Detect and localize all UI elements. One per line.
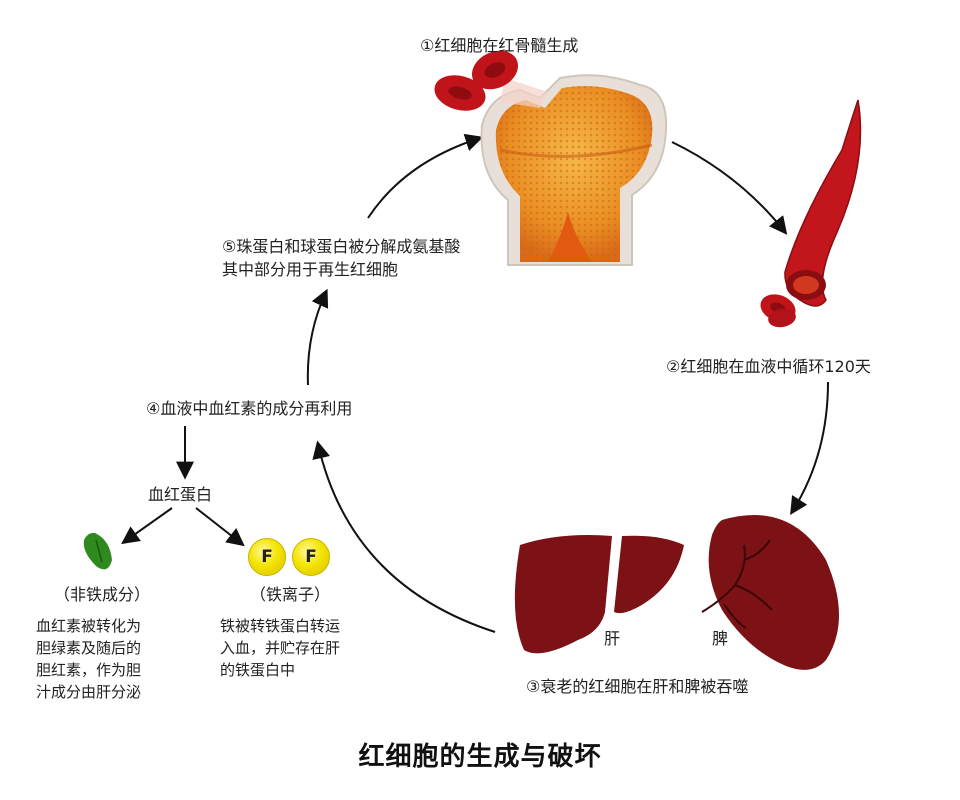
diagram-title: 红细胞的生成与破坏	[358, 742, 602, 772]
liver-label: 肝	[604, 629, 621, 648]
non-iron-desc-line4: 汁成分由肝分泌	[36, 683, 142, 701]
iron-ion-icon: F	[292, 538, 330, 576]
iron-desc-line1: 铁被转铁蛋白转运	[220, 617, 341, 635]
blood-vessel-illustration	[760, 99, 862, 328]
green-pigment-illustration	[83, 532, 112, 570]
non-iron-desc-line2: 胆绿素及随后的	[36, 639, 142, 657]
step1-label: ①红细胞在红骨髓生成	[420, 36, 579, 55]
hemoglobin-label: 血红蛋白	[148, 485, 213, 504]
bone-marrow-illustration	[480, 74, 668, 266]
liver-illustration	[514, 535, 684, 654]
spleen-label: 脾	[712, 629, 729, 648]
iron-ion-icon: F	[248, 538, 286, 576]
arrow-bone-to-vessel	[671, 141, 788, 235]
arrow-organs-to-step4	[312, 440, 496, 633]
step3-label: ③衰老的红细胞在肝和脾被吞噬	[526, 677, 749, 696]
red-blood-cells-bone	[434, 50, 519, 111]
step5-label-line2: 其中部分用于再生红细胞	[222, 260, 399, 279]
arrow-step5-to-bone	[367, 133, 484, 219]
arrow-step4-to-step5	[306, 288, 329, 386]
non-iron-desc-line1: 血红素被转化为	[36, 617, 142, 635]
arrow-vessel-to-organs	[790, 381, 829, 516]
non-iron-title: （非铁成分）	[54, 585, 151, 604]
iron-title: （铁离子）	[250, 585, 331, 604]
spleen-illustration	[701, 515, 839, 670]
arrow-hemoglobin-to-nonferrous	[121, 507, 173, 545]
step4-label: ④血液中血红素的成分再利用	[146, 399, 353, 418]
arrow-hemoglobin-to-iron	[195, 507, 245, 547]
step2-label: ②红细胞在血液中循环120天	[666, 357, 871, 376]
iron-desc-line2: 入血，并贮存在肝	[220, 639, 341, 657]
iron-desc-line3: 的铁蛋白中	[220, 661, 296, 679]
non-iron-desc-line3: 胆红素，作为胆	[36, 661, 142, 679]
step5-label-line1: ⑤珠蛋白和球蛋白被分解成氨基酸	[222, 237, 461, 256]
